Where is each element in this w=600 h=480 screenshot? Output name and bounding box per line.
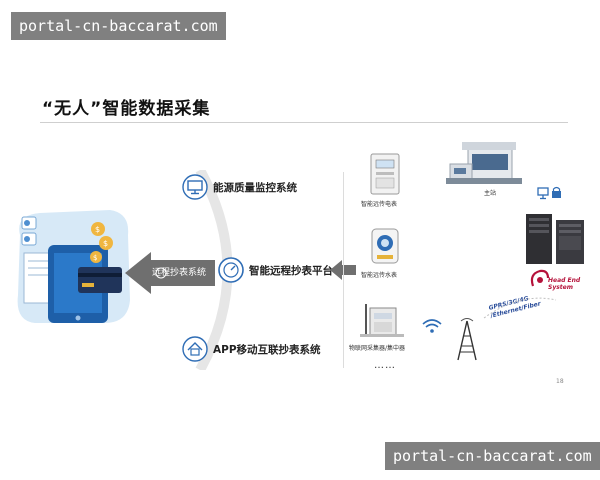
electric-meter-icon [370, 153, 400, 195]
remote-meter-arrow-icon [125, 252, 215, 294]
head-end-label: Head End System [548, 277, 580, 291]
electric-meter-label: 智能远传电表 [361, 201, 398, 208]
main-station-building-icon [446, 142, 522, 184]
svg-text:$: $ [93, 254, 97, 262]
wifi-icon [422, 319, 442, 333]
devices-divider [343, 172, 344, 368]
main-station-label: 主站 [484, 190, 497, 197]
iot-collector-label: 物联网采集器/集中器 [349, 345, 406, 352]
title-divider [40, 122, 568, 123]
svg-text:$: $ [95, 225, 100, 234]
head-end-line1: Head End [548, 277, 581, 284]
computer-lock-icon [537, 186, 561, 200]
energy-quality-system-label: 能源质量监控系统 [213, 182, 297, 194]
slide-title: “无人”智能数据采集 [42, 99, 211, 119]
protocol-link-line [483, 297, 557, 319]
watermark-bottom: portal-cn-baccarat.com [385, 442, 600, 470]
server-icon [526, 214, 584, 264]
head-end-line2: System [548, 284, 573, 291]
head-end-logo-icon [530, 269, 550, 287]
water-meter-icon [371, 228, 399, 264]
svg-text:$: $ [103, 239, 108, 248]
mobile-home-icon [182, 336, 208, 362]
gauge-icon [218, 257, 244, 283]
antenna-tower-icon [457, 318, 477, 361]
more-devices-ellipsis: …… [374, 360, 396, 371]
watermark-top: portal-cn-baccarat.com [11, 12, 226, 40]
water-meter-label: 智能远传水表 [361, 272, 398, 279]
iot-collector-icon [360, 304, 404, 337]
page-number: 18 [556, 378, 564, 385]
monitor-icon [182, 174, 208, 200]
remote-meter-platform-label: 智能远程抄表平台 [249, 265, 333, 277]
remote-meter-arrow-label: 远程抄表系统 [152, 268, 207, 278]
app-mobile-system-label: APP移动互联抄表系统 [213, 344, 321, 356]
payment-illustration-icon: $ $ $ [17, 210, 130, 323]
